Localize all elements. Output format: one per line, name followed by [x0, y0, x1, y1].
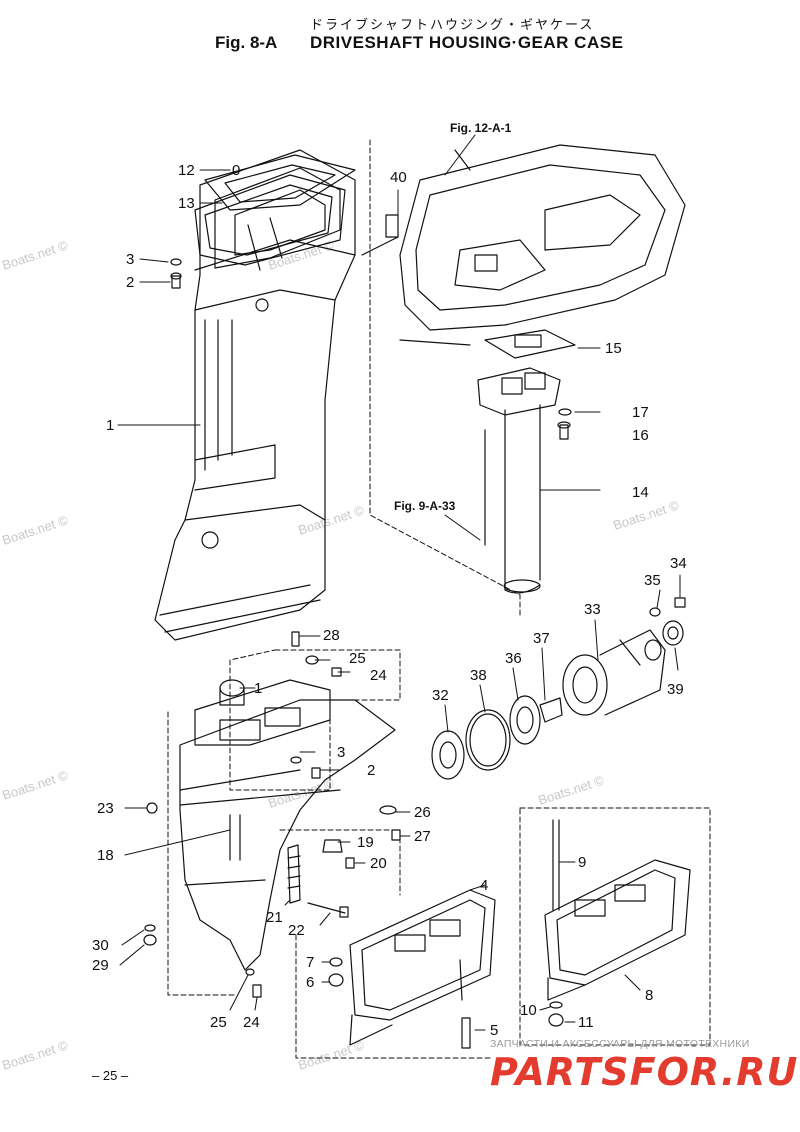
- part-label: 3: [126, 251, 134, 268]
- watermark: Boats.net ©: [0, 767, 70, 802]
- part-label: 40: [390, 169, 407, 186]
- watermark: Boats.net ©: [611, 497, 681, 532]
- part-label: 1: [106, 417, 114, 434]
- part-label: 13: [178, 195, 195, 212]
- part-label: 21: [266, 909, 283, 926]
- exhaust-pipe: [477, 367, 561, 594]
- bolt-upper: [170, 258, 182, 289]
- part-label: 9: [578, 854, 586, 871]
- japanese-title: ドライブシャフトハウジング・ギヤケース: [310, 18, 595, 33]
- part-label: 29: [92, 957, 109, 974]
- spring-21: [287, 844, 349, 918]
- reference-fig-9: Fig. 9-A-33: [394, 499, 456, 513]
- figure-references: Fig. 12-A-1 Fig. 9-A-33: [394, 121, 512, 513]
- watermark: Boats.net ©: [0, 1037, 70, 1072]
- part-label: 37: [533, 630, 550, 647]
- part-label: 15: [605, 340, 622, 357]
- part-label: 25: [210, 1014, 227, 1031]
- part-label: 0: [232, 162, 240, 179]
- part-label: 23: [97, 800, 114, 817]
- small-fasteners: [143, 631, 401, 998]
- part-label: 2: [126, 274, 134, 291]
- part-label: 33: [584, 601, 601, 618]
- part-label: 35: [644, 572, 661, 589]
- part-label: 2: [367, 762, 375, 779]
- part-label: 7: [306, 954, 314, 971]
- part-label: 25: [349, 650, 366, 667]
- part-label: 36: [505, 650, 522, 667]
- part-label: 3: [337, 744, 345, 761]
- watermark: Boats.net ©: [0, 512, 70, 547]
- page-number: – 25 –: [92, 1068, 129, 1083]
- part-label: 16: [632, 427, 649, 444]
- brand-logo: PARTSFOR.RU: [490, 1050, 799, 1094]
- gear-case: [179, 679, 396, 971]
- watermark: Boats.net ©: [296, 502, 366, 537]
- part-label: 11: [578, 1014, 594, 1031]
- part-labels: 12 0 13 40 3 2 15 17 16 1 14 34 35 33 28…: [92, 162, 687, 1039]
- engine-base-reference: [399, 144, 686, 346]
- leader-lines: [117, 134, 681, 1031]
- driveshaft-housing: [154, 149, 356, 641]
- part-label: 20: [370, 855, 387, 872]
- part-label: 12: [178, 162, 195, 179]
- part-label: 24: [243, 1014, 260, 1031]
- part-label: 14: [632, 484, 649, 501]
- plate-12: [204, 154, 356, 211]
- part-label: 6: [306, 974, 314, 991]
- part-label: 32: [432, 687, 449, 704]
- part-label: 1: [254, 680, 262, 697]
- page-header: ドライブシャフトハウジング・ギヤケース Fig. 8-A DRIVESHAFT …: [0, 0, 800, 60]
- diagram-title: DRIVESHAFT HOUSING·GEAR CASE: [310, 33, 624, 52]
- part-label: 34: [670, 555, 687, 572]
- watermark: Boats.net ©: [0, 237, 70, 272]
- trim-plate-8: [544, 819, 691, 1027]
- figure-number: Fig. 8-A: [215, 33, 278, 52]
- part-label: 17: [632, 404, 649, 421]
- nuts-6-7: [328, 957, 344, 987]
- bearing-set: [431, 695, 563, 780]
- part-label: 10: [520, 1002, 537, 1019]
- trim-plate-4: [349, 889, 496, 1049]
- part-label: 19: [357, 834, 374, 851]
- part-label: 26: [414, 804, 431, 821]
- washer-17: [557, 408, 572, 440]
- part-label: 39: [667, 681, 684, 698]
- gasket-15: [484, 329, 576, 359]
- part-label: 8: [645, 987, 653, 1004]
- part-label: 4: [480, 877, 488, 894]
- gasket-13: [194, 174, 346, 266]
- part-40: [361, 214, 399, 256]
- brand-caption: ЗАПЧАСТИ И АКСЕССУАРЫ ДЛЯ МОТОТЕХНИКИ: [490, 1038, 750, 1050]
- part-label: 28: [323, 627, 340, 644]
- bearing-housing: [562, 629, 666, 716]
- part-label: 5: [490, 1022, 498, 1039]
- part-label: 30: [92, 937, 109, 954]
- watermark: Boats.net ©: [536, 772, 606, 807]
- assembly-outlines: [167, 139, 711, 1059]
- part-label: 24: [370, 667, 387, 684]
- part-label: 38: [470, 667, 487, 684]
- reference-fig-12: Fig. 12-A-1: [450, 121, 512, 135]
- part-label: 18: [97, 847, 114, 864]
- part-label: 27: [414, 828, 431, 845]
- part-label: 22: [288, 922, 305, 939]
